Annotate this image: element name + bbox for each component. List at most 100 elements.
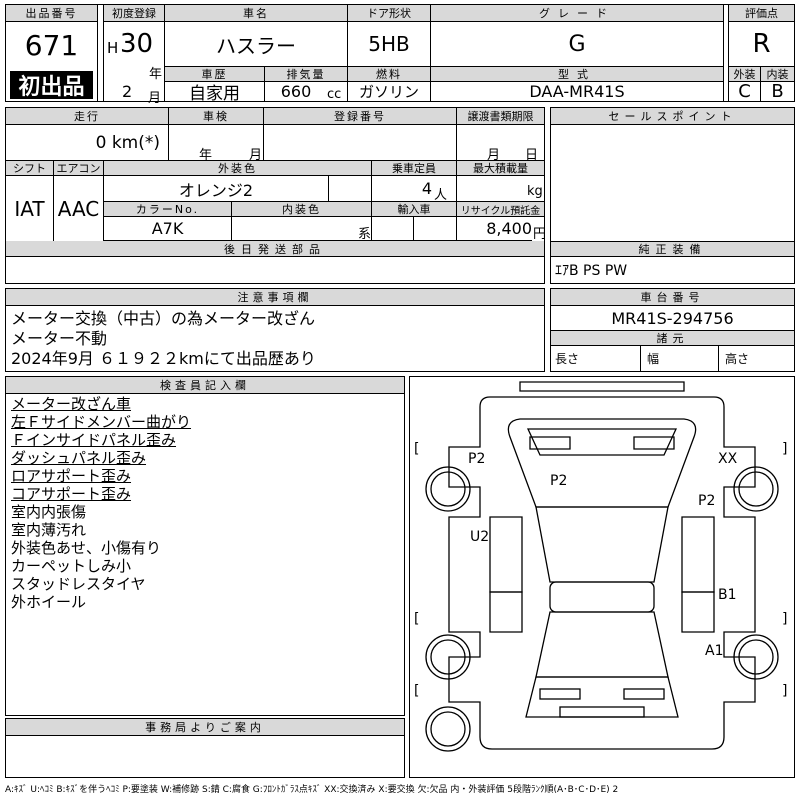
load-label: 最大積載量 (457, 161, 544, 176)
import-label: 輸入車 (372, 202, 457, 217)
front-right-wheel (733, 466, 779, 512)
inspector-item: Ｆインサイドパネル歪み (11, 431, 177, 449)
rear-right-wheel-inner (738, 639, 774, 675)
inspector-item: コアサポート歪み (11, 485, 132, 503)
inspector-item: カーペットしみ小 (11, 557, 132, 575)
rear-bumper (539, 688, 581, 700)
grade-box: グレード G 型式 DAA-MR41S (430, 4, 724, 102)
right-front-door (681, 516, 715, 593)
mark-u2: U2 (470, 529, 489, 545)
month-unit: 月 (148, 91, 162, 106)
bracket: ] (782, 683, 787, 699)
note-line: メーター交換（中古）の為メーター改ざん (11, 309, 316, 328)
exterior-grade: C (729, 81, 761, 102)
note-line: 2024年9月 ６１９２２kmにて出品歴あり (11, 349, 316, 368)
notes-label: 注意事項欄 (6, 289, 544, 306)
width-label: 幅 (641, 346, 719, 371)
interior-color-cell: 系 (232, 217, 372, 242)
inspector-box: 検査員記入欄 メーター改ざん車 左Ｆサイドメンバー曲がり Ｆインサイドパネル歪み… (5, 376, 405, 716)
length-label: 長さ (551, 346, 641, 371)
windshield (526, 428, 678, 456)
legend: A:ｷｽﾞ U:ﾍｺﾐ B:ｷｽﾞを伴うﾍｺﾐ P:要塗装 W:補修跡 S:錆 … (5, 784, 619, 795)
inspector-item: 室内内張傷 (11, 503, 87, 521)
inspector-item: ロアサポート歪み (11, 467, 132, 485)
spare-wheel-inner (430, 711, 466, 747)
capacity: 4 (372, 176, 457, 202)
lot-label: 出品番号 (6, 5, 97, 22)
grille-right (633, 436, 675, 450)
interior-grade: B (771, 81, 784, 102)
registration-box: 初度登録 H 30 年 2 月 (103, 4, 165, 106)
equipment: ｴｱB PS PW (555, 263, 628, 279)
inspector-item: 外ホイール (11, 593, 87, 611)
first-listing-badge: 初出品 (10, 71, 93, 100)
tailgate (525, 676, 679, 718)
front-right-wheel-inner (738, 471, 774, 507)
equipment-label: 純正装備 (551, 241, 794, 257)
exterior-color: オレンジ2 (104, 176, 329, 202)
info-block: 走行 車検 登録番号 譲渡書類期限 0 km(*) 年 月 月 日 シフト エア… (5, 107, 546, 284)
cabin (535, 506, 669, 583)
car-history: 自家用 (165, 82, 265, 104)
color-extra-cell (329, 176, 372, 202)
car-name-label: 車名 (165, 5, 347, 22)
score-label: 評価点 (729, 5, 794, 22)
transfer-cell: 月 日 (457, 125, 544, 163)
front-left-wheel (425, 466, 471, 512)
notes-box: 注意事項欄 メーター交換（中古）の為メーター改ざん メーター不動 2024年9月… (5, 288, 545, 372)
door-box: ドア形状 5HB 燃料 ガソリン (347, 4, 431, 102)
chassis-box: 車台番号 MR41S-294756 諸元 長さ 幅 高さ (550, 288, 795, 372)
interior-label: 内装 (761, 66, 794, 82)
car-name: ハスラー (216, 33, 296, 58)
import-cell-b (414, 217, 457, 241)
score: R (752, 29, 771, 59)
height-label: 高さ (725, 352, 750, 366)
roof (549, 581, 655, 613)
exterior-label: 外装 (729, 66, 761, 82)
capacity-unit: 人 (434, 188, 448, 203)
mileage: 0 km(*) (6, 125, 169, 161)
inspector-item: 外装色あせ、小傷有り (11, 539, 162, 557)
transfer-day-unit: 日 (525, 148, 539, 163)
lot-box: 出品番号 671 初出品 (5, 4, 98, 102)
notes-list: メーター交換（中古）の為メーター改ざん メーター不動 2024年9月 ６１９２２… (11, 309, 316, 369)
history-label: 車歴 (165, 66, 265, 82)
mark-xx: XX (718, 451, 738, 467)
grade: G (568, 31, 586, 57)
color-number: A7K (104, 217, 232, 241)
displacement: 660 (280, 82, 312, 101)
left-rear-door (489, 591, 523, 633)
inspector-label: 検査員記入欄 (6, 377, 404, 394)
bracket: ] (782, 441, 787, 457)
rear-bumper-right (623, 688, 665, 700)
door-type: 5HB (368, 32, 410, 56)
chassis-label: 車台番号 (551, 289, 794, 306)
hood (507, 418, 697, 508)
bracket: [ (414, 611, 419, 627)
displacement-unit: cc (327, 87, 342, 102)
inspection-label: 車検 (169, 108, 264, 125)
bracket: ] (782, 611, 787, 627)
inspector-list: メーター改ざん車 左Ｆサイドメンバー曲がり Ｆインサイドパネル歪み ダッシュパネ… (11, 395, 191, 611)
displacement-label: 排気量 (265, 66, 347, 82)
front-bumper (519, 381, 685, 392)
registration-year: 30 (120, 29, 154, 59)
right-rear-door (681, 591, 715, 633)
dimensions-label: 諸元 (551, 330, 794, 346)
car-diagram: P2 XX P2 P2 U2 B1 A1 [ ] [ ] [ ] (414, 381, 787, 752)
transfer-label: 譲渡書類期限 (457, 108, 544, 125)
mark-a1: A1 (705, 643, 723, 659)
registration-label: 初度登録 (104, 5, 164, 22)
front-left-wheel-inner (430, 471, 466, 507)
mark-p2-hood: P2 (550, 473, 567, 489)
bracket: [ (414, 441, 419, 457)
rear-right-wheel (733, 634, 779, 680)
inspection-month-unit: 月 (249, 148, 263, 163)
fuel: ガソリン (358, 83, 419, 101)
plate-label: 登録番号 (264, 108, 457, 125)
mileage-label: 走行 (6, 108, 169, 125)
spare-wheel (425, 706, 471, 752)
grade-label: グレード (431, 5, 723, 22)
car-diagram-box: P2 XX P2 P2 U2 B1 A1 [ ] [ ] [ ] (409, 376, 795, 778)
capacity-label: 乗車定員 (372, 161, 457, 176)
